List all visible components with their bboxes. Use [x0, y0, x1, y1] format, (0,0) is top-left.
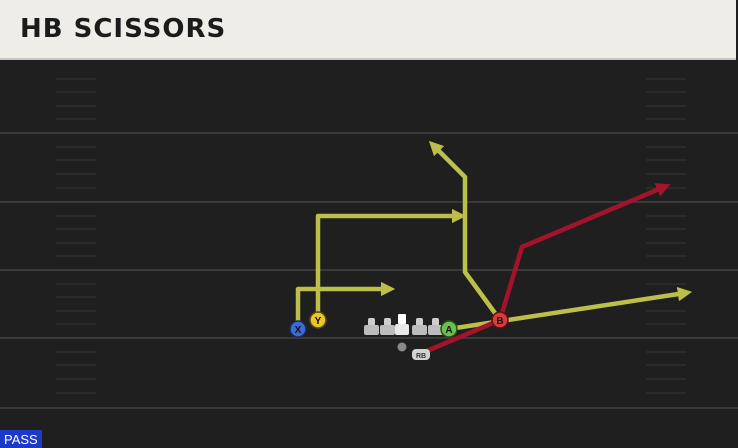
field-background	[0, 62, 738, 448]
lineman-icon	[364, 318, 379, 335]
center-icon	[395, 314, 409, 335]
hash-marks-left	[56, 78, 96, 394]
play-field: RB X Y A B	[0, 62, 738, 448]
play-title: HB SCISSORS	[20, 14, 227, 44]
y-button-label: Y	[315, 316, 322, 327]
route-rb	[417, 183, 671, 357]
receiver-x: X	[289, 320, 307, 338]
rb-label: RB	[416, 353, 426, 360]
offensive-line	[364, 314, 443, 335]
route-x	[295, 281, 396, 331]
lineman-icon	[380, 318, 395, 335]
yard-lines	[0, 132, 738, 409]
quarterback-marker	[397, 342, 407, 352]
route-b-yellow	[428, 140, 503, 323]
play-header: HB SCISSORS	[0, 0, 736, 60]
lineman-icon	[412, 318, 427, 335]
x-button-label: X	[295, 325, 302, 336]
lineman-icon	[428, 318, 443, 335]
b-button-label: B	[496, 316, 503, 327]
running-back-marker: RB	[412, 349, 430, 360]
receiver-b: B	[491, 311, 509, 329]
receiver-a: A	[440, 320, 458, 338]
receiver-y: Y	[309, 311, 327, 329]
play-type-badge: PASS	[0, 430, 42, 448]
a-button-label: A	[445, 325, 452, 336]
route-y	[315, 208, 467, 323]
